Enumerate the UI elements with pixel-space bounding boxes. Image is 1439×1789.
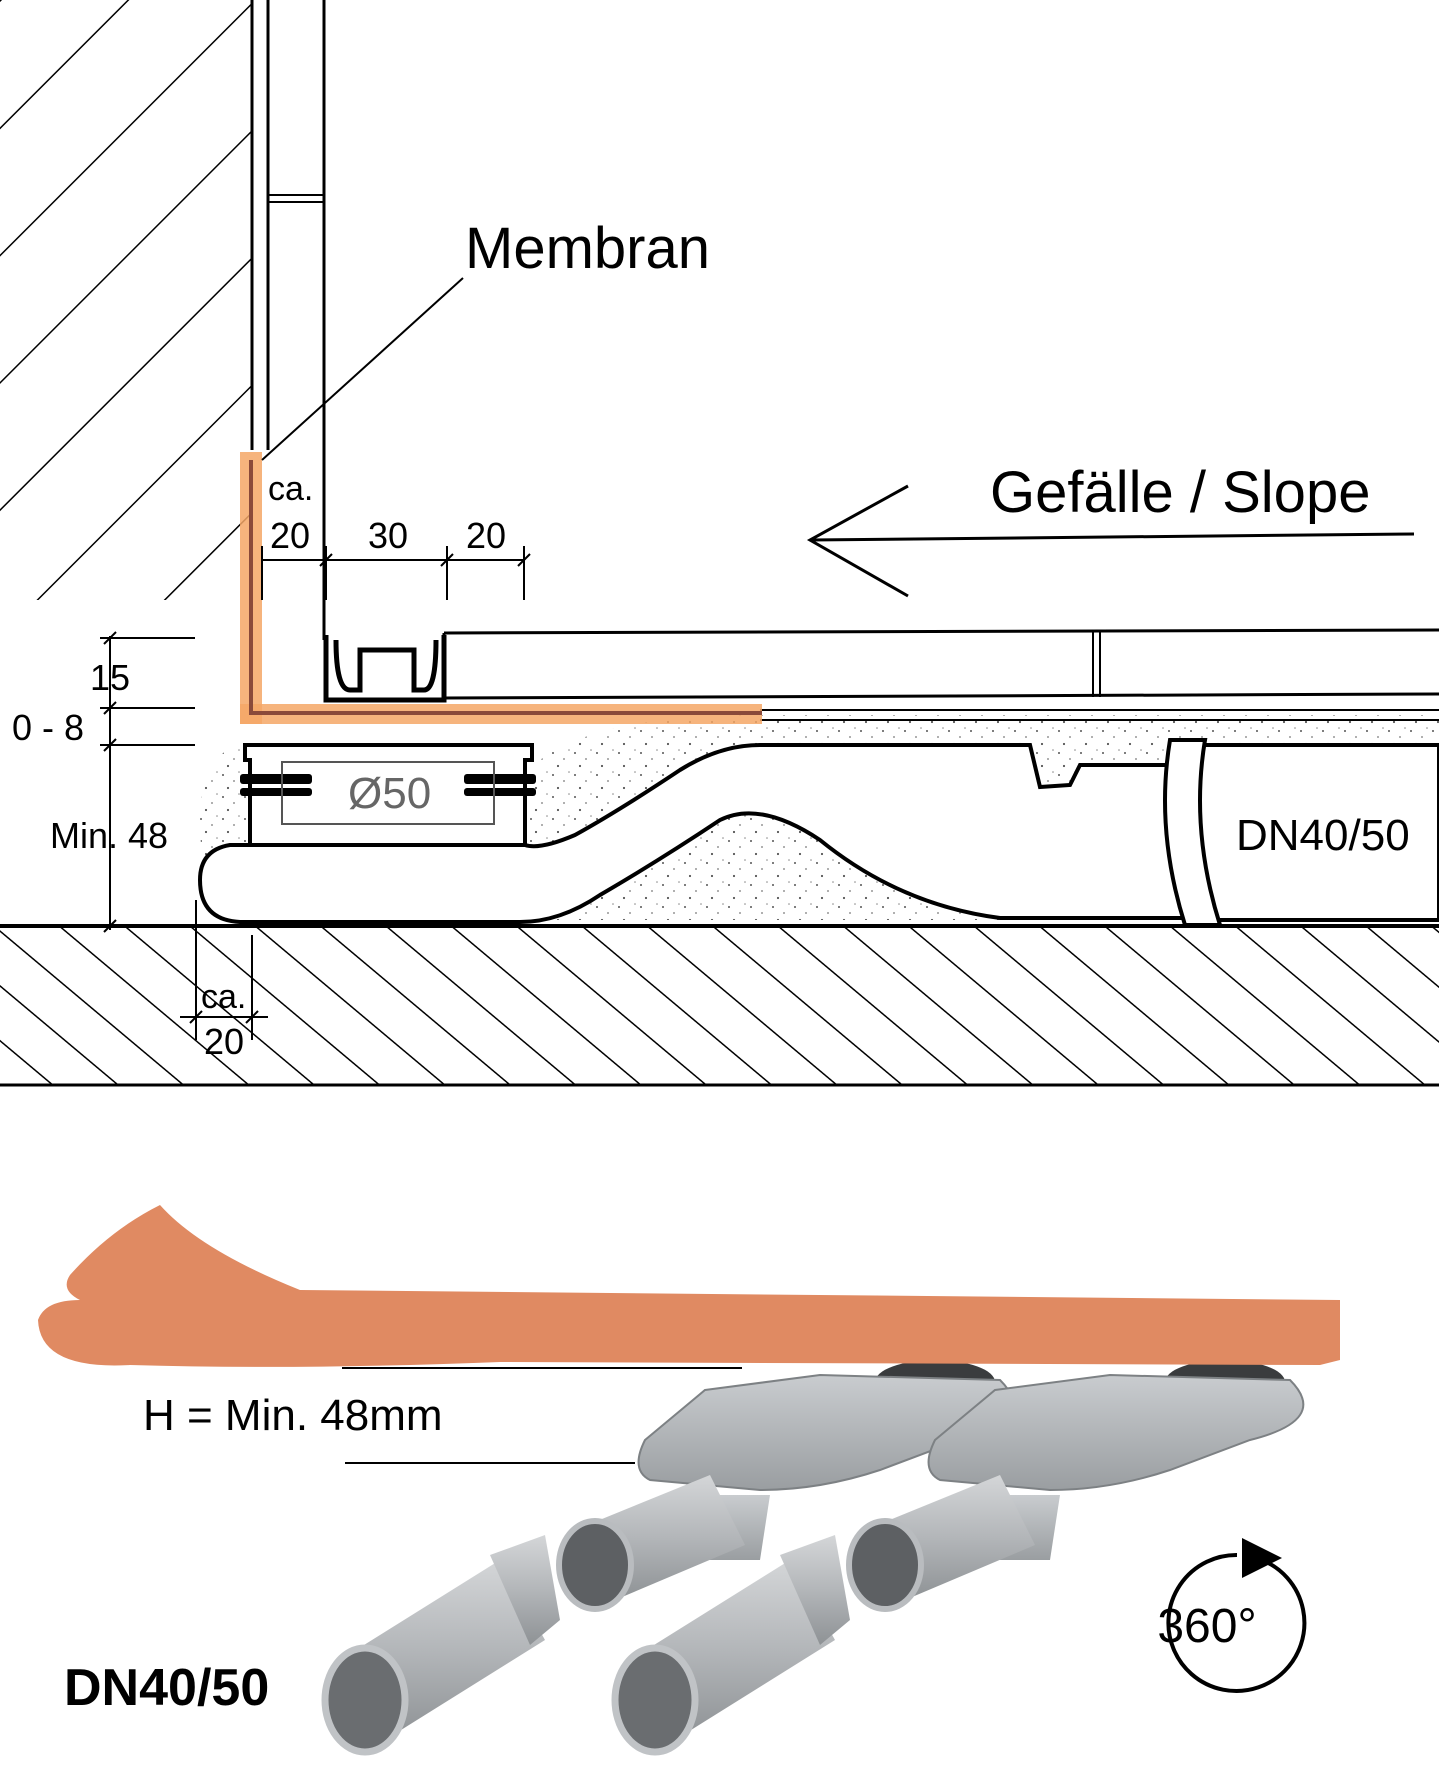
wall — [0, 0, 326, 640]
dim-30: 30 — [368, 515, 408, 556]
dim-ca-top: ca. — [268, 470, 313, 508]
slope-label: Gefälle / Slope — [990, 460, 1370, 525]
membrane-leader-line — [261, 277, 464, 461]
membrane-fabric — [38, 1205, 1340, 1367]
slope-arrow — [806, 484, 1415, 598]
dn-label: DN40/50 — [64, 1659, 269, 1717]
dimension-lines-top — [261, 546, 531, 600]
drain-channel-profile — [323, 635, 447, 703]
drain-body — [197, 743, 1232, 924]
dim-20-bottom: 20 — [204, 1021, 244, 1062]
pipe-label: DN40/50 — [1236, 811, 1410, 860]
height-label: H = Min. 48mm — [143, 1391, 443, 1440]
membrane — [240, 452, 762, 724]
rotation-360-icon — [1166, 1538, 1307, 1693]
diameter-label: Ø50 — [348, 769, 431, 818]
product-illustration — [38, 1205, 1340, 1756]
dim-ca-bottom: ca. — [201, 978, 246, 1016]
pipe-adapter-right — [611, 1535, 850, 1756]
dim-15: 15 — [90, 657, 130, 698]
drain-unit-left — [556, 1360, 1015, 1612]
drain-unit-right — [846, 1360, 1305, 1612]
dimension-lines-left — [100, 631, 195, 933]
pipe-adapter-left — [321, 1535, 560, 1756]
dim-0-8: 0 - 8 — [12, 707, 84, 748]
rotation-label: 360° — [1157, 1600, 1256, 1653]
dim-min-48: Min. 48 — [50, 815, 168, 856]
dim-20-left: 20 — [270, 515, 310, 556]
tile-cover — [442, 628, 1439, 721]
floor-slab — [0, 924, 1439, 1087]
dim-20-right: 20 — [466, 515, 506, 556]
dimension-lines-bottom — [180, 900, 268, 1040]
membrane-label: Membran — [465, 216, 710, 281]
outlet-pipe — [1163, 738, 1439, 927]
